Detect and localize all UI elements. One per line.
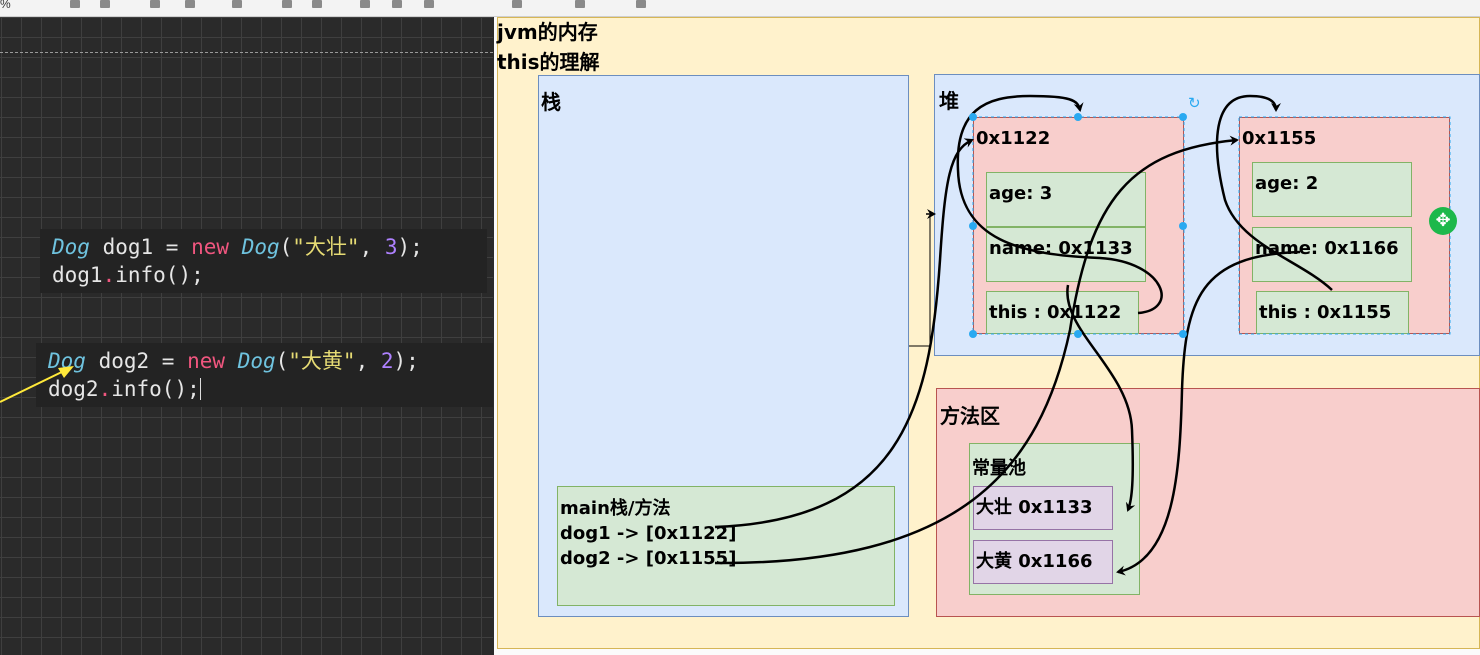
resize-handle[interactable] <box>969 330 977 338</box>
field-age[interactable]: age: 3 <box>986 172 1146 227</box>
stack-label: 栈 <box>541 90 561 114</box>
code-token: ( <box>279 235 293 259</box>
diagram-title: jvm的内存 <box>497 20 598 44</box>
resize-handle[interactable] <box>1074 330 1082 338</box>
fill-color-icon[interactable] <box>360 0 370 8</box>
main-frame-title: main栈/方法 <box>560 498 671 519</box>
code-token: dog1 = <box>89 235 192 259</box>
code-token: 3 <box>384 235 398 259</box>
resize-handle[interactable] <box>969 113 977 121</box>
code-token: . <box>102 263 116 287</box>
selection-outline <box>1238 116 1451 335</box>
code-token: info(); <box>115 263 204 287</box>
delete-icon[interactable] <box>232 0 242 8</box>
code-token: Dog <box>237 349 276 373</box>
move-icon[interactable]: ✥ <box>1429 207 1457 235</box>
field-name[interactable]: name: 0x1133 <box>986 227 1146 282</box>
arrow-this-1122 <box>956 94 1163 315</box>
zoom-level[interactable]: % <box>0 0 11 11</box>
main-frame-dog2-ref: dog2 -> [0x1155] <box>560 548 737 569</box>
resize-handle[interactable] <box>1074 113 1082 121</box>
pointer-arrow <box>0 367 71 403</box>
code-token: Dog <box>52 235 90 259</box>
to-back-icon[interactable] <box>312 0 322 8</box>
code-token: dog2 <box>48 377 99 401</box>
diagram-subtitle: this的理解 <box>497 50 600 74</box>
code-token: dog1 <box>52 263 103 287</box>
code-token: , <box>359 235 385 259</box>
pool-item-dazhuang[interactable]: 大壮 0x1133 <box>973 486 1113 530</box>
resize-handle[interactable] <box>969 222 977 230</box>
code-token: ( <box>275 349 289 373</box>
field-this[interactable]: this : 0x1155 <box>1256 291 1409 334</box>
code-token: new <box>187 349 226 373</box>
code-token: info(); <box>111 377 200 401</box>
undo-icon[interactable] <box>150 0 160 8</box>
shadow-icon[interactable] <box>424 0 434 8</box>
code-token: ); <box>393 349 419 373</box>
rotate-icon[interactable]: ↻ <box>1188 94 1201 112</box>
zoom-in-icon[interactable] <box>70 0 80 8</box>
grid-canvas <box>0 17 493 655</box>
code-token: Dog <box>241 235 280 259</box>
field-this[interactable]: this : 0x1122 <box>986 291 1139 334</box>
object-address: 0x1155 <box>1242 128 1317 149</box>
main-stack-frame[interactable] <box>557 486 895 606</box>
text-cursor <box>199 378 201 400</box>
connector-stack-heap <box>909 214 931 347</box>
zoom-out-icon[interactable] <box>100 0 110 8</box>
insert-icon[interactable] <box>575 0 585 8</box>
arrow-dog2-to-0x1155 <box>714 135 1239 565</box>
waypoint-icon[interactable] <box>512 0 522 8</box>
line-color-icon[interactable] <box>392 0 402 8</box>
pool-item-dahuang[interactable]: 大黄 0x1166 <box>973 540 1113 584</box>
code-block-dog1[interactable]: Dog dog1 = new Dog("大壮", 3); dog1.info()… <box>40 229 487 293</box>
field-age[interactable]: age: 2 <box>1252 162 1412 217</box>
editor-toolbar: % <box>0 0 1480 17</box>
pointer-arrowhead <box>58 366 74 378</box>
resize-handle[interactable] <box>1179 222 1187 230</box>
code-token: . <box>98 377 112 401</box>
arrow-name-to-1133 <box>1066 284 1136 512</box>
resize-handle[interactable] <box>1179 330 1187 338</box>
code-token: 2 <box>380 349 394 373</box>
code-token: , <box>355 349 381 373</box>
code-token: "大黄" <box>288 349 356 373</box>
code-token: "大壮" <box>292 235 360 259</box>
code-block-dog2[interactable]: Dog dog2 = new Dog("大黄", 2); dog2.info()… <box>36 343 493 407</box>
redo-icon[interactable] <box>185 0 195 8</box>
page-break-line <box>0 52 493 53</box>
code-token: dog2 = <box>85 349 188 373</box>
main-frame-dog1-ref: dog1 -> [0x1122] <box>560 523 737 544</box>
object-address: 0x1122 <box>976 128 1051 149</box>
heap-label: 堆 <box>939 89 959 113</box>
table-icon[interactable] <box>636 0 646 8</box>
code-token: new <box>191 235 230 259</box>
code-token: ); <box>397 235 423 259</box>
to-front-icon[interactable] <box>282 0 292 8</box>
selection-outline <box>972 116 1185 335</box>
arrow-name-to-1166 <box>1116 250 1301 576</box>
method-area-label: 方法区 <box>940 404 1000 428</box>
arrow-this-1155 <box>1215 94 1333 291</box>
arrow-dog1-to-0x1122 <box>714 138 974 529</box>
resize-handle[interactable] <box>1179 113 1187 121</box>
